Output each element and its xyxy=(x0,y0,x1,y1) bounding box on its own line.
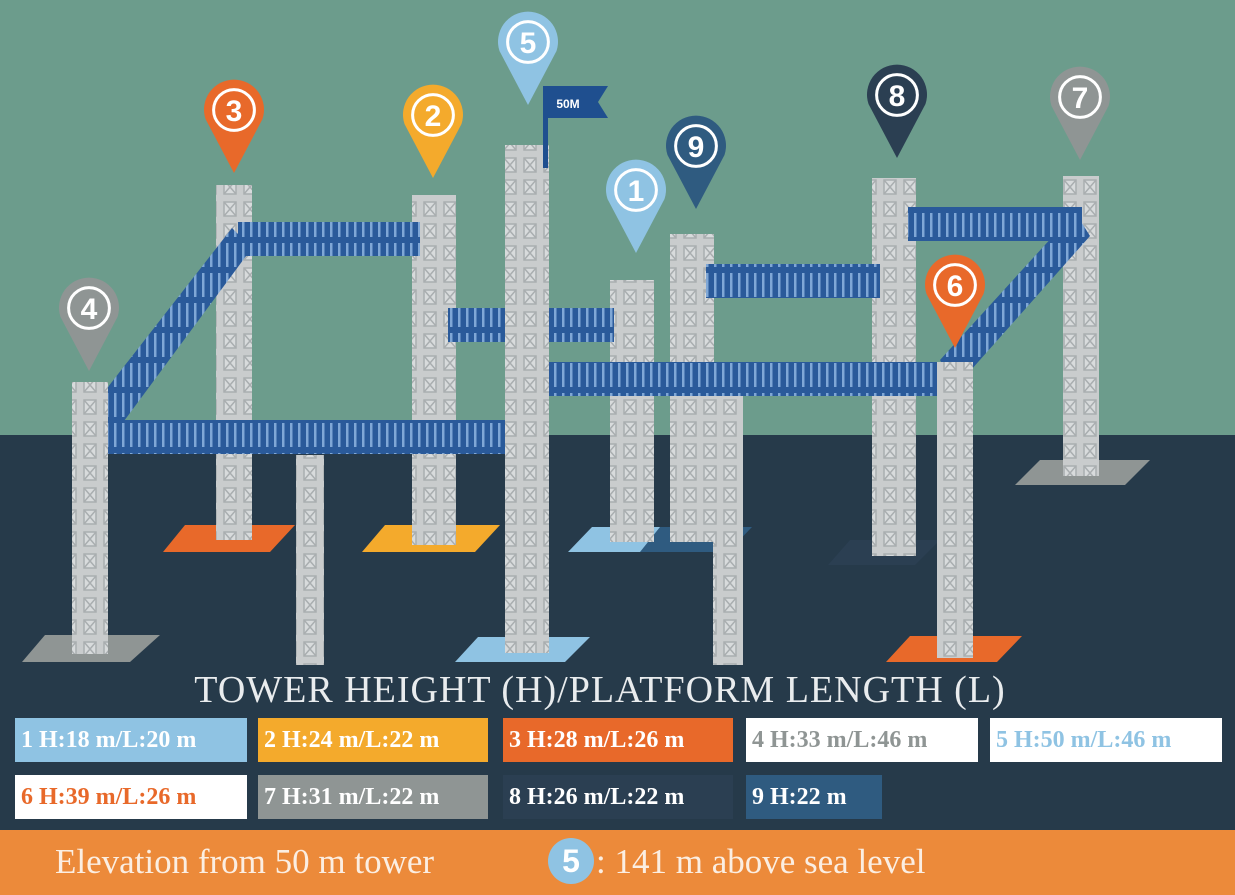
legend-item-5: 5 H:50 m/L:46 m xyxy=(990,718,1222,762)
tower-pin-number: 9 xyxy=(688,131,705,164)
tower-pin-5: 5 xyxy=(498,11,558,105)
tower-pin-marker xyxy=(1050,66,1110,160)
tower-pin-4: 4 xyxy=(59,277,120,371)
tower-pin-marker xyxy=(867,64,927,158)
tower-pin-number: 1 xyxy=(628,175,645,208)
tower-1 xyxy=(610,280,654,542)
tower-pin-ring xyxy=(933,263,977,307)
legend-item-7: 7 H:31 m/L:22 m xyxy=(258,775,488,819)
tower-pin-marker xyxy=(204,79,264,173)
legend-item-2: 2 H:24 m/L:22 m xyxy=(258,718,488,762)
support-post-a xyxy=(296,455,324,665)
tower-pin-ring xyxy=(411,93,455,137)
tower-pin-marker xyxy=(59,277,120,371)
tower-4 xyxy=(72,382,108,654)
tower-pin-ring xyxy=(506,20,550,64)
tower-pin-number: 4 xyxy=(81,293,98,326)
tower-pin-7: 7 xyxy=(1050,66,1110,160)
tower-6 xyxy=(937,362,973,658)
tower-pin-ring xyxy=(67,286,111,330)
tower-pin-number: 3 xyxy=(226,95,243,128)
tower-pin-number: 5 xyxy=(520,27,537,60)
tower-pin-ring xyxy=(1058,75,1102,119)
platform-5-6 xyxy=(545,362,950,396)
tower-scene: 50M 1 2 3 4 5 6 7 8 9 xyxy=(0,0,1235,665)
tower-pin-marker xyxy=(403,84,464,178)
elevation-tower-badge: 5 xyxy=(548,838,594,884)
platform-3-2 xyxy=(238,222,420,256)
legend-item-6: 6 H:39 m/L:26 m xyxy=(15,775,247,819)
legend-item-9: 9 H:22 m xyxy=(746,775,882,819)
tower-pin-marker xyxy=(666,115,726,209)
tower-pin-marker xyxy=(606,159,666,253)
tower-pin-3: 3 xyxy=(204,79,264,173)
tower-pin-ring xyxy=(875,73,919,117)
flag-label: 50M xyxy=(556,97,579,111)
tower-pin-ring xyxy=(212,88,256,132)
tower-pin-number: 8 xyxy=(889,80,906,113)
platform-9-8 xyxy=(706,264,880,298)
tower-pin-number: 2 xyxy=(425,100,442,133)
tower-pin-ring xyxy=(614,168,658,212)
legend-item-1: 1 H:18 m/L:20 m xyxy=(15,718,247,762)
platform-4-5 xyxy=(95,420,507,454)
platform-8-7 xyxy=(908,207,1082,241)
legend-heading: TOWER HEIGHT (H)/PLATFORM LENGTH (L) xyxy=(194,669,1006,711)
legend-item-8: 8 H:26 m/L:22 m xyxy=(503,775,733,819)
ramp-6-7 xyxy=(940,212,1090,388)
tower-pins: 1 2 3 4 5 6 7 8 9 xyxy=(59,11,1110,371)
tower-5 xyxy=(505,145,549,653)
legend-item-4: 4 H:33 m/L:46 m xyxy=(746,718,978,762)
tower-pin-6: 6 xyxy=(925,254,985,348)
support-post-b xyxy=(713,395,743,665)
tower-pin-2: 2 xyxy=(403,84,464,178)
legend-item-3: 3 H:28 m/L:26 m xyxy=(503,718,733,762)
tower-pin-marker xyxy=(925,254,985,348)
elevation-suffix: : 141 m above sea level xyxy=(596,842,926,881)
flag-50m: 50M xyxy=(543,86,608,168)
tower-pin-1: 1 xyxy=(606,159,666,253)
tower-pin-marker xyxy=(498,11,558,105)
elevation-prefix: Elevation from 50 m tower xyxy=(55,842,435,881)
elevation-bar: Elevation from 50 m tower 5 : 141 m abov… xyxy=(0,830,1235,895)
tower-pin-number: 7 xyxy=(1072,82,1089,115)
tower-pin-ring xyxy=(674,124,718,168)
tower-pin-9: 9 xyxy=(666,115,726,209)
tower-pin-8: 8 xyxy=(867,64,927,158)
ramp-4-3 xyxy=(90,228,252,440)
tower-pin-number: 6 xyxy=(947,270,964,303)
